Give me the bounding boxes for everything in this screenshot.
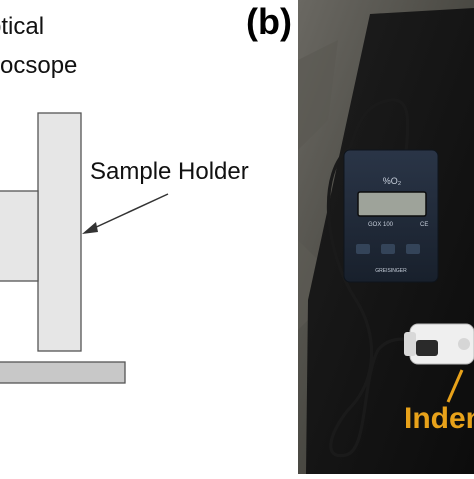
- meter-button-max: [406, 244, 420, 254]
- meter-button-onoff: [356, 244, 370, 254]
- holder-column: [37, 112, 82, 352]
- photo-illustration: %O₂ GOX 100 CE GREISINGER: [298, 0, 474, 474]
- meter-button-hold: [381, 244, 395, 254]
- indenter-label: Indento: [404, 402, 474, 435]
- pointer-arrowhead: [82, 222, 98, 234]
- holder-block: [0, 190, 39, 282]
- probe-cable: [326, 146, 449, 458]
- floor-texture: [298, 240, 318, 330]
- floor-texture: [298, 40, 338, 150]
- pointer-arrow-line: [91, 193, 169, 230]
- panel-a-schematic: ptical crocsope Sample Holder: [0, 13, 249, 384]
- meter-unit-label: %O₂: [383, 176, 402, 186]
- meter-ce-label: CE: [420, 222, 428, 228]
- panel-b-label: (b): [246, 1, 292, 42]
- schematic-drawing: [0, 112, 169, 384]
- microscope-label: crocsope: [0, 52, 78, 79]
- base-plate: [0, 361, 126, 384]
- meter-brand-label: GREISINGER: [375, 268, 407, 274]
- meter-display: [357, 191, 427, 217]
- sample-holder-label: Sample Holder: [90, 158, 249, 185]
- panel-b-photo: %O₂ GOX 100 CE GREISINGER Indento: [298, 0, 474, 474]
- optical-label: ptical: [0, 13, 45, 40]
- indenter-pointer: [446, 369, 464, 403]
- meter-model-label: GOX 100: [368, 222, 394, 228]
- indenter-probe: [404, 323, 474, 365]
- probe-cable-highlight: [348, 98, 410, 153]
